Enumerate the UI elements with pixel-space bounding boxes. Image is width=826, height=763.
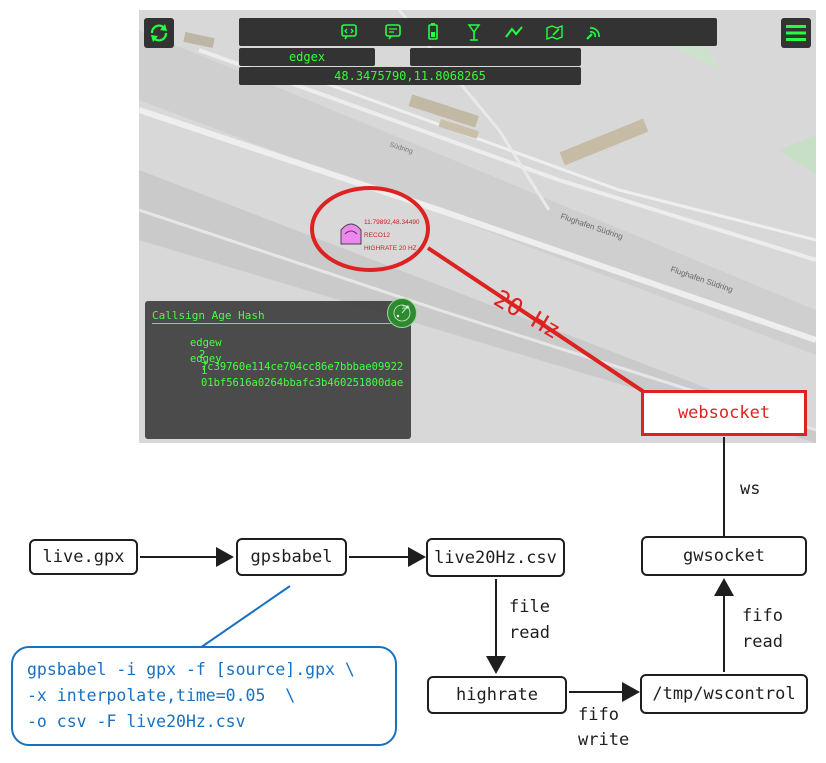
node-wscontrol: /tmp/wscontrol <box>640 674 808 714</box>
radar-scope[interactable]: 2NM <box>387 298 417 328</box>
edge-label-read: read <box>509 623 550 643</box>
marker-status: HIGHRATE 20 HZ <box>364 245 417 252</box>
command-line: -o csv -F live20Hz.csv <box>27 712 246 731</box>
row-callsign: edgey <box>189 353 222 365</box>
chevron-up-icon[interactable] <box>504 22 524 42</box>
message-edit-icon[interactable] <box>383 22 403 42</box>
signal-icon[interactable] <box>584 22 604 42</box>
menu-icon <box>786 25 806 41</box>
edge-label-fifo: fifo <box>742 606 783 626</box>
edge-label-ws: ws <box>740 479 761 499</box>
callsign-input[interactable]: edgex <box>239 48 375 66</box>
command-line: -x interpolate,time=0.05 \ <box>27 686 296 705</box>
marker-callsign: RECO12 <box>364 232 391 239</box>
secondary-input[interactable] <box>410 48 581 66</box>
antenna-icon[interactable] <box>464 22 484 42</box>
radar-range-label: 2NM <box>402 305 410 310</box>
top-toolbar <box>239 18 717 46</box>
websocket-box: websocket <box>641 390 807 436</box>
node-live-gpx: live.gpx <box>29 539 138 575</box>
row-age: 2 <box>198 349 206 361</box>
command-line: gpsbabel -i gpx -f [source].gpx \ <box>27 660 355 679</box>
row-hash: 01bf5616a0264bbafc3b460251800dae <box>200 377 404 389</box>
map-view[interactable]: Flughafen Südring Flughafen Südring Südr… <box>139 10 816 443</box>
refresh-icon <box>150 24 168 42</box>
gpsbabel-command-callout: gpsbabel -i gpx -f [source].gpx \ -x int… <box>11 646 397 746</box>
node-live20hz-csv: live20Hz.csv <box>426 538 565 577</box>
radar-icon <box>393 304 411 322</box>
callout-line <box>199 585 291 649</box>
refresh-button[interactable] <box>144 18 174 48</box>
map-edit-icon[interactable] <box>544 22 564 42</box>
row-hash: 7c39760e114ce704cc86e7bbbae09922 <box>200 361 404 373</box>
node-highrate: highrate <box>427 676 567 714</box>
edge-label-file: file <box>509 597 550 617</box>
menu-button[interactable] <box>781 18 811 48</box>
edge-label-fifo: fifo <box>578 705 619 725</box>
edge-label-read: read <box>742 632 783 652</box>
row-callsign: edgew <box>189 337 222 349</box>
edge-label-write: write <box>578 730 630 750</box>
row-age: 1 <box>200 365 208 377</box>
coordinates-display: 48.3475790,11.8068265 <box>239 67 581 85</box>
message-code-icon[interactable] <box>339 22 359 42</box>
node-gwsocket: gwsocket <box>641 536 807 576</box>
table-row[interactable]: edgew 2 7c39760e114ce704cc86e7bbbae09922 <box>152 325 403 385</box>
node-gpsbabel: gpsbabel <box>236 538 347 576</box>
aircraft-marker[interactable] <box>339 220 363 246</box>
marker-coords: 11.79892,48.34490 <box>364 219 420 226</box>
battery-icon[interactable] <box>423 22 443 42</box>
traffic-table-header: Callsign Age Hash <box>152 309 392 324</box>
traffic-panel: Callsign Age Hash edgew 2 7c39760e114ce7… <box>145 301 411 439</box>
table-row[interactable]: edgey 1 01bf5616a0264bbafc3b460251800dae <box>152 341 403 401</box>
